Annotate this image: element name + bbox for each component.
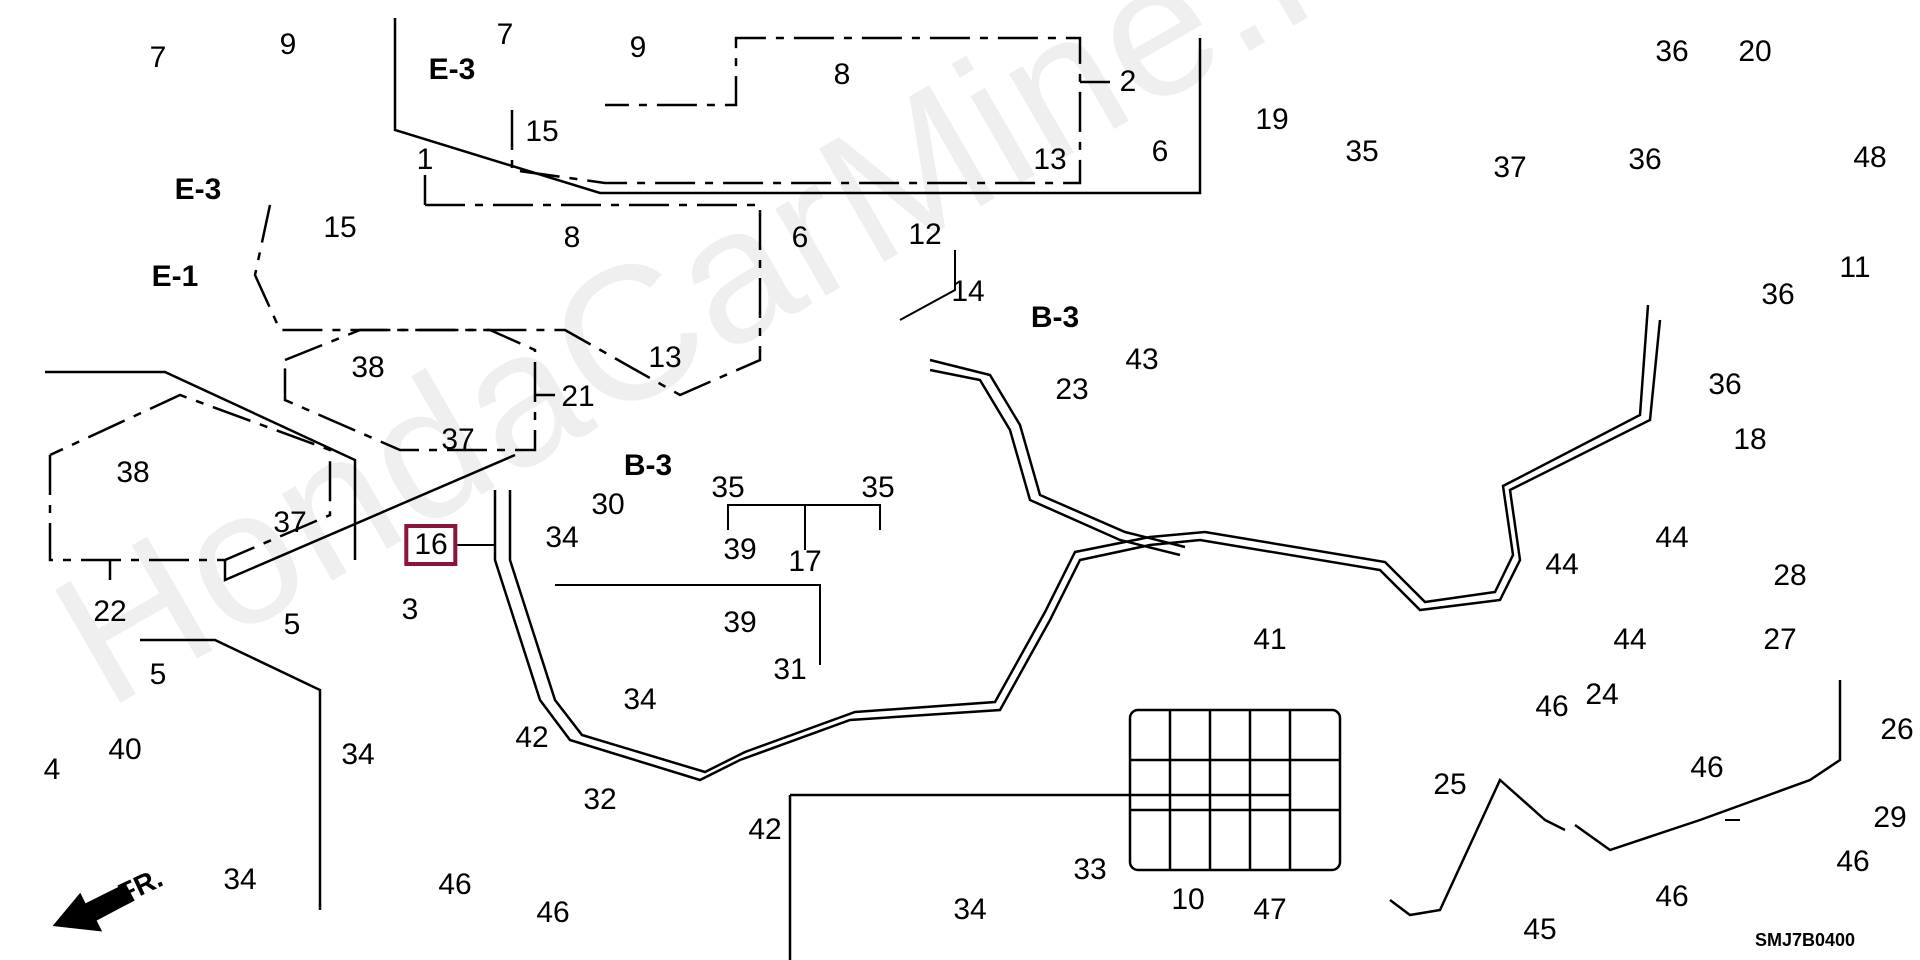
callout-2[interactable]: 2 bbox=[1119, 65, 1137, 98]
callout-37[interactable]: 37 bbox=[441, 423, 475, 456]
callout-39[interactable]: 39 bbox=[723, 533, 757, 566]
callout-36[interactable]: 36 bbox=[1628, 143, 1662, 176]
callout-6[interactable]: 6 bbox=[1151, 135, 1169, 168]
callout-8[interactable]: 8 bbox=[833, 58, 851, 91]
callout-35[interactable]: 35 bbox=[711, 471, 745, 504]
callout-29[interactable]: 29 bbox=[1873, 801, 1907, 834]
callout-44[interactable]: 44 bbox=[1545, 548, 1579, 581]
front-arrow-icon bbox=[52, 883, 135, 932]
callout-21[interactable]: 21 bbox=[561, 380, 595, 413]
group-outline-22 bbox=[48, 393, 516, 582]
callout-17[interactable]: 17 bbox=[788, 545, 822, 578]
callout-46[interactable]: 46 bbox=[1690, 751, 1724, 784]
callout-42[interactable]: 42 bbox=[515, 721, 549, 754]
callout-37[interactable]: 37 bbox=[1493, 151, 1527, 184]
divider-lines bbox=[45, 370, 1290, 960]
callout-5[interactable]: 5 bbox=[283, 608, 301, 641]
callout-10[interactable]: 10 bbox=[1171, 883, 1205, 916]
callout-41[interactable]: 41 bbox=[1253, 623, 1287, 656]
reference-link-e3[interactable]: E-3 bbox=[428, 53, 476, 86]
callout-23[interactable]: 23 bbox=[1055, 373, 1089, 406]
callout-44[interactable]: 44 bbox=[1613, 623, 1647, 656]
reference-link-b3[interactable]: B-3 bbox=[623, 449, 673, 482]
callout-22[interactable]: 22 bbox=[93, 595, 127, 628]
callout-35[interactable]: 35 bbox=[1345, 135, 1379, 168]
leader-lines bbox=[430, 250, 1740, 821]
callout-34[interactable]: 34 bbox=[341, 738, 375, 771]
callout-34[interactable]: 34 bbox=[223, 863, 257, 896]
callout-25[interactable]: 25 bbox=[1433, 768, 1467, 801]
callout-15[interactable]: 15 bbox=[323, 211, 357, 244]
callout-34[interactable]: 34 bbox=[545, 521, 579, 554]
callout-36[interactable]: 36 bbox=[1655, 35, 1689, 68]
callout-38[interactable]: 38 bbox=[351, 351, 385, 384]
callout-7[interactable]: 7 bbox=[149, 41, 167, 74]
callout-38[interactable]: 38 bbox=[116, 456, 150, 489]
highlighted-part-16[interactable]: 16 bbox=[404, 524, 458, 566]
callout-40[interactable]: 40 bbox=[108, 733, 142, 766]
callout-4[interactable]: 4 bbox=[43, 753, 61, 786]
callout-39[interactable]: 39 bbox=[723, 606, 757, 639]
callout-46[interactable]: 46 bbox=[1535, 690, 1569, 723]
fuel-pipe-16 bbox=[493, 304, 1662, 782]
callout-12[interactable]: 12 bbox=[908, 218, 942, 251]
callout-9[interactable]: 9 bbox=[629, 31, 647, 64]
callout-34[interactable]: 34 bbox=[953, 893, 987, 926]
callout-44[interactable]: 44 bbox=[1655, 521, 1689, 554]
callout-1[interactable]: 1 bbox=[416, 143, 434, 176]
callout-46[interactable]: 46 bbox=[1836, 845, 1870, 878]
callout-48[interactable]: 48 bbox=[1853, 141, 1887, 174]
callout-46[interactable]: 46 bbox=[536, 896, 570, 929]
callout-26[interactable]: 26 bbox=[1880, 713, 1914, 746]
reference-link-b3[interactable]: B-3 bbox=[1030, 301, 1080, 334]
callout-32[interactable]: 32 bbox=[583, 783, 617, 816]
callout-18[interactable]: 18 bbox=[1733, 423, 1767, 456]
callout-3[interactable]: 3 bbox=[401, 593, 419, 626]
callout-46[interactable]: 46 bbox=[1655, 880, 1689, 913]
reference-link-e1[interactable]: E-1 bbox=[151, 260, 199, 293]
hose-25-26 bbox=[1389, 680, 1842, 917]
group-outline-1 bbox=[253, 175, 762, 397]
callout-11[interactable]: 11 bbox=[1839, 251, 1871, 284]
callout-9[interactable]: 9 bbox=[279, 28, 297, 61]
callout-19[interactable]: 19 bbox=[1255, 103, 1289, 136]
callout-36[interactable]: 36 bbox=[1708, 368, 1742, 401]
callout-45[interactable]: 45 bbox=[1523, 913, 1557, 946]
callout-7[interactable]: 7 bbox=[496, 18, 514, 51]
callout-34[interactable]: 34 bbox=[623, 683, 657, 716]
callout-42[interactable]: 42 bbox=[748, 813, 782, 846]
callout-13[interactable]: 13 bbox=[648, 341, 682, 374]
callout-6[interactable]: 6 bbox=[791, 221, 809, 254]
callout-28[interactable]: 28 bbox=[1773, 559, 1807, 592]
callout-47[interactable]: 47 bbox=[1253, 893, 1287, 926]
reference-link-e3[interactable]: E-3 bbox=[174, 173, 222, 206]
callout-13[interactable]: 13 bbox=[1033, 143, 1067, 176]
callout-37[interactable]: 37 bbox=[273, 506, 307, 539]
callout-24[interactable]: 24 bbox=[1585, 678, 1619, 711]
drawing-code: SMJ7B0400 bbox=[1755, 930, 1856, 950]
fuel-pipe-23 bbox=[929, 358, 1186, 557]
callout-36[interactable]: 36 bbox=[1761, 278, 1795, 311]
callout-27[interactable]: 27 bbox=[1763, 623, 1797, 656]
callout-31[interactable]: 31 bbox=[773, 653, 807, 686]
group-outline-21 bbox=[283, 328, 555, 452]
callout-15[interactable]: 15 bbox=[525, 115, 559, 148]
callout-46[interactable]: 46 bbox=[438, 868, 472, 901]
callout-20[interactable]: 20 bbox=[1738, 35, 1772, 68]
callout-14[interactable]: 14 bbox=[951, 275, 985, 308]
callout-30[interactable]: 30 bbox=[591, 488, 625, 521]
callout-35[interactable]: 35 bbox=[861, 471, 895, 504]
callout-43[interactable]: 43 bbox=[1125, 343, 1159, 376]
callout-5[interactable]: 5 bbox=[149, 658, 167, 691]
canister-10 bbox=[1128, 708, 1342, 872]
callout-33[interactable]: 33 bbox=[1073, 853, 1107, 886]
group-outline-2 bbox=[393, 18, 1202, 195]
callout-8[interactable]: 8 bbox=[563, 221, 581, 254]
